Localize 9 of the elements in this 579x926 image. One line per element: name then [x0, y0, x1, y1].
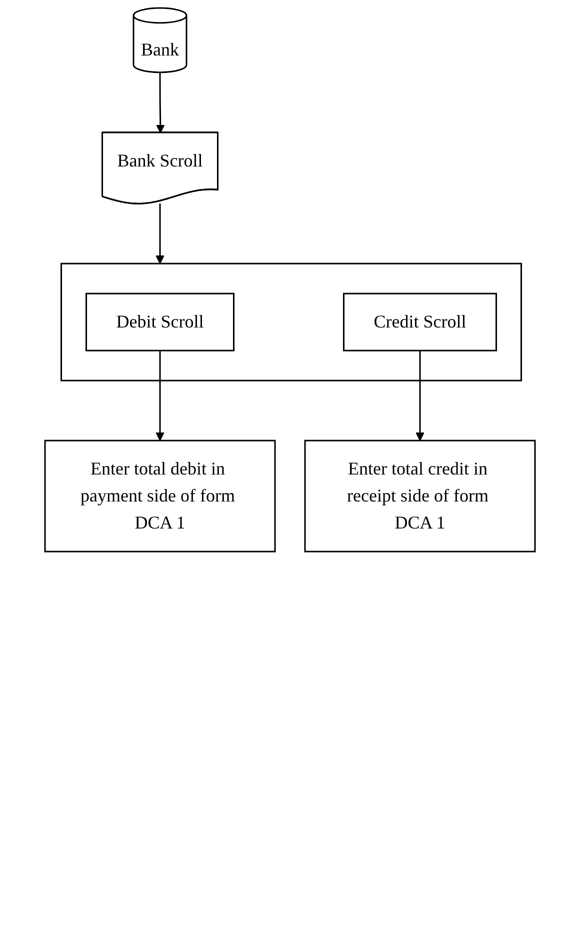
node-box: Credit Scroll — [342, 292, 496, 352]
node-box: Enter total credit in receipt side of form DCA 1 — [304, 440, 536, 552]
node-box: Debit Scroll — [85, 292, 234, 352]
arrow — [155, 72, 164, 134]
cluster — [60, 262, 522, 382]
arrow — [155, 350, 164, 441]
arrow — [415, 350, 424, 441]
arrow — [155, 204, 164, 264]
node-box: Enter total debit in payment side of form DCA 1 — [44, 440, 276, 552]
